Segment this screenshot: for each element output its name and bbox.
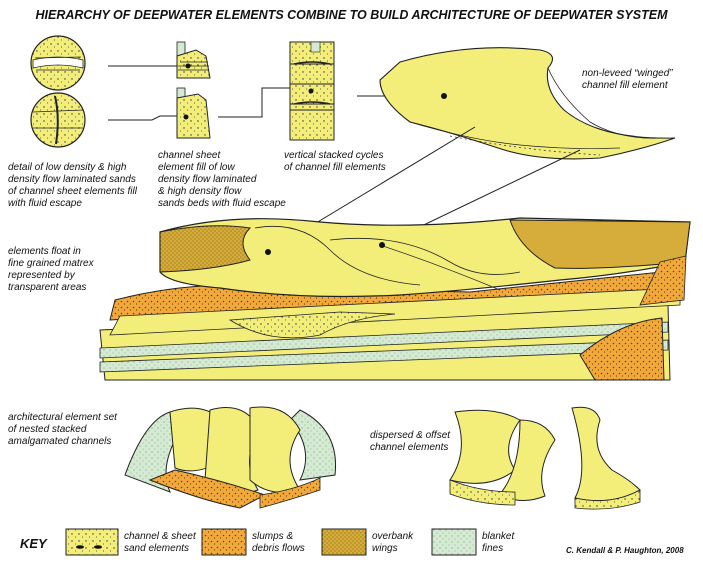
winged-channel-element [379, 47, 676, 160]
label-vertical-stacked: vertical stacked cycles of channel fill … [284, 150, 386, 173]
label-detail: detail of low density & high density flo… [8, 162, 137, 209]
key-swatch-sand [65, 528, 119, 556]
vertical-stacked-column [289, 41, 335, 141]
connector-line-3 [150, 115, 178, 121]
architecture-block [99, 217, 691, 381]
label-channel-sheet: channel sheet element fill of low densit… [158, 150, 286, 209]
key-swatch-overbank [321, 528, 367, 556]
dispersed-channel-set [449, 406, 641, 510]
key-swatch-slump [201, 528, 247, 556]
label-winged: non-leveed “winged” channel fill element [582, 68, 673, 91]
channel-sheet-column-top [176, 41, 211, 79]
key-label-fines: blanket fines [482, 531, 515, 554]
label-dispersed: dispersed & offset channel elements [370, 430, 451, 453]
key-label-slump: slumps & debris flows [252, 531, 305, 554]
nested-channel-set [124, 406, 337, 509]
label-architectural: architectural element set of nested stac… [8, 412, 117, 447]
detail-circle-bottom [30, 92, 86, 148]
diagram-title: HIERARCHY OF DEEPWATER ELEMENTS COMBINE … [35, 8, 668, 22]
key-swatch-fines [431, 528, 477, 556]
key-label-overbank: overbank wings [372, 531, 414, 554]
connector-line-4 [218, 87, 290, 118]
channel-sheet-column-bottom [176, 87, 211, 139]
detail-circle-top [30, 35, 86, 91]
key-title: KEY [20, 536, 47, 551]
credit-text: C. Kendall & P. Haughton, 2008 [566, 546, 684, 555]
label-float: elements float in fine grained matrex re… [8, 246, 94, 293]
key-label-sand: channel & sheet sand elements [124, 531, 196, 554]
